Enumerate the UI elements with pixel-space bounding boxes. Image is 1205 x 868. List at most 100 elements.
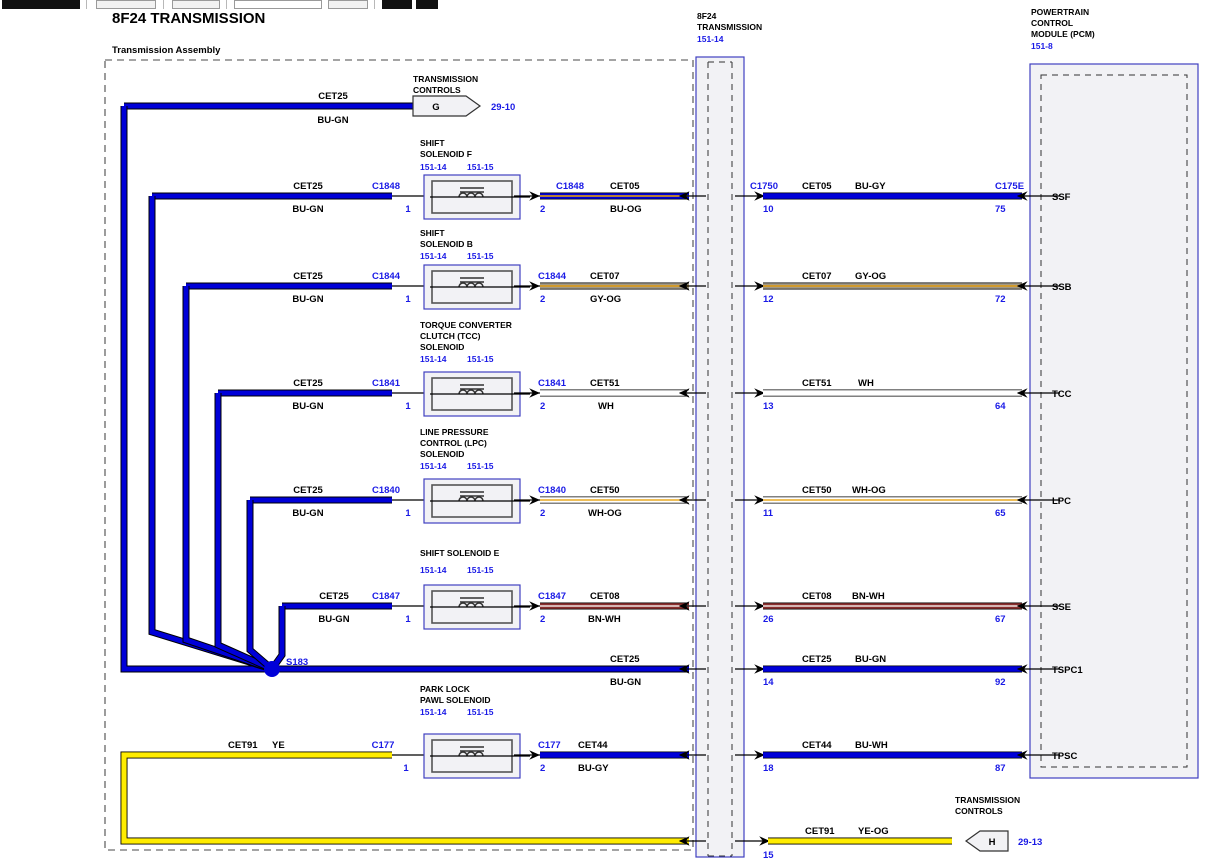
toolbar-separator-2	[163, 0, 164, 9]
wire-color-mid: BU-GY	[578, 763, 609, 774]
pcm-ref: 151-8	[1031, 41, 1053, 51]
wire-name-bottom: CET91	[805, 826, 835, 837]
bus-wire-5-core	[247, 500, 274, 671]
wire-color-bottom: YE-OG	[858, 826, 889, 837]
assembly-label: Transmission Assembly	[112, 45, 221, 56]
bottom-connector-pin: 15	[763, 850, 774, 861]
solenoid-coil-icon	[458, 192, 484, 198]
wire-name-left: CET25	[319, 591, 349, 602]
solenoid-row-park-lock-pawl: PARK LOCK PAWL SOLENOID 151-14 151-15 CE…	[120, 684, 1077, 845]
pin-center-right: 26	[763, 614, 774, 625]
solenoid-ref-left: 151-14	[420, 565, 447, 575]
wire-color-left: BU-GN	[318, 614, 349, 625]
bottom-connector-letter: H	[989, 837, 996, 848]
connector-right: C177	[538, 740, 561, 751]
toolbar-strip	[0, 0, 1205, 10]
splice-label: S183	[286, 657, 308, 668]
wire-name-splice: CET25	[610, 654, 640, 665]
wire-name-mid: CET51	[590, 378, 620, 389]
wire-name-far: CET05	[802, 181, 832, 192]
solenoid-ref-left: 151-14	[420, 162, 447, 172]
wire-color-left: BU-GN	[292, 204, 323, 215]
wire-name-left: CET25	[293, 378, 323, 389]
wire-name-far-splice: CET25	[802, 654, 832, 665]
bus-wire-6-core	[269, 606, 285, 671]
toolbar-separator-1	[86, 0, 87, 9]
center-connector-box[interactable]	[695, 56, 745, 858]
connector-left: C1840	[372, 485, 400, 496]
page-title: 8F24 TRANSMISSION	[112, 10, 265, 27]
center-connector-name-2: TRANSMISSION	[697, 22, 762, 32]
wire-color-far: BN-WH	[852, 591, 885, 602]
wire-color-far: BU-GY	[855, 181, 886, 192]
pin-pcm: 72	[995, 294, 1006, 305]
connector-left: C1841	[372, 378, 401, 389]
solenoid-coil-icon	[458, 389, 484, 395]
pcm-pin-label: SSE	[1052, 602, 1071, 613]
wire-color-left: YE	[272, 740, 285, 751]
pin-center-right: 14	[763, 677, 774, 688]
bottom-connector-group: 15 CET91 YE-OG TRANSMISSION CONTROLS H 2…	[678, 795, 1042, 861]
solenoid-row-shift-solenoid-f: SHIFT SOLENOID F 151-14 151-15 CET25 BU-…	[152, 138, 1071, 220]
pin-pcm-splice: 92	[995, 677, 1006, 688]
solenoid-coil-icon	[458, 602, 484, 608]
pin-center-right: 11	[763, 508, 774, 519]
solenoid-name-line: CLUTCH (TCC)	[420, 331, 481, 341]
wire-color-far: BU-WH	[855, 740, 888, 751]
pin-right: 2	[540, 294, 545, 305]
toolbar-button-5[interactable]	[382, 0, 412, 9]
solenoid-row-lpc-solenoid: LINE PRESSURE CONTROL (LPC) SOLENOID 151…	[250, 427, 1071, 524]
connector-right: C1847	[538, 591, 566, 602]
top-connector-group: TRANSMISSION CONTROLS CET25 BU-GN G 29-1…	[124, 74, 515, 126]
pcm-box[interactable]	[1029, 63, 1199, 779]
wire-name-left: CET25	[293, 485, 323, 496]
solenoid-name-line: SHIFT SOLENOID E	[420, 548, 500, 558]
solenoid-name-line: LINE PRESSURE	[420, 427, 489, 437]
toolbar-button-1[interactable]	[2, 0, 80, 9]
solenoid-ref-left: 151-14	[420, 461, 447, 471]
wire-name-mid: CET05	[610, 181, 640, 192]
wire-color-left: BU-GN	[292, 508, 323, 519]
top-connector-title-1: TRANSMISSION	[413, 74, 478, 84]
wire-color-far: WH	[858, 378, 874, 389]
solenoid-name-line: CONTROL (LPC)	[420, 438, 487, 448]
bus-wire-3-core	[183, 286, 273, 672]
bus-wire-2	[148, 196, 274, 673]
wire-color-left: BU-GN	[292, 401, 323, 412]
solenoid-name-line: SOLENOID F	[420, 149, 472, 159]
pin-left: 1	[405, 294, 411, 305]
top-connector-title-2: CONTROLS	[413, 85, 461, 95]
pcm-name-2: CONTROL	[1031, 18, 1073, 28]
pin-left: 1	[403, 763, 409, 774]
toolbar-button-4[interactable]	[328, 0, 368, 9]
bottom-connector-shape[interactable]	[964, 830, 1009, 852]
splice-point-s183[interactable]	[264, 661, 280, 677]
wire-name-far: CET08	[802, 591, 832, 602]
wire-name-mid: CET44	[578, 740, 608, 751]
wire-name-mid: CET50	[590, 485, 620, 496]
solenoid-ref-left: 151-14	[420, 707, 447, 717]
pcm-pin-label: LPC	[1052, 496, 1071, 507]
wire-color-far: GY-OG	[855, 271, 886, 282]
transmission-assembly-boundary	[104, 59, 694, 851]
connector-left: C1848	[372, 181, 400, 192]
solenoid-name-line: SHIFT	[420, 228, 445, 238]
bus-wire-4	[214, 393, 274, 673]
toolbar-button-6[interactable]	[416, 0, 438, 9]
solenoid-ref-left: 151-14	[420, 354, 447, 364]
toolbar-button-3[interactable]	[172, 0, 220, 9]
toolbar-button-2[interactable]	[96, 0, 156, 9]
wire-color-far: WH-OG	[852, 485, 886, 496]
top-connector-ref: 29-10	[491, 102, 515, 113]
wire-name-mid: CET07	[590, 271, 620, 282]
top-connector-shape[interactable]	[412, 95, 482, 117]
solenoid-row-tcc-solenoid: TORQUE CONVERTER CLUTCH (TCC) SOLENOID 1…	[218, 320, 1072, 417]
toolbar-search-field[interactable]	[234, 0, 322, 9]
solenoid-name-line: SOLENOID	[420, 342, 464, 352]
pin-right: 2	[540, 763, 545, 774]
pin-center-right: 18	[763, 763, 774, 774]
connector-left: C177	[372, 740, 395, 751]
pcm-name-3: MODULE (PCM)	[1031, 29, 1095, 39]
solenoid-ref-right: 151-15	[467, 461, 494, 471]
